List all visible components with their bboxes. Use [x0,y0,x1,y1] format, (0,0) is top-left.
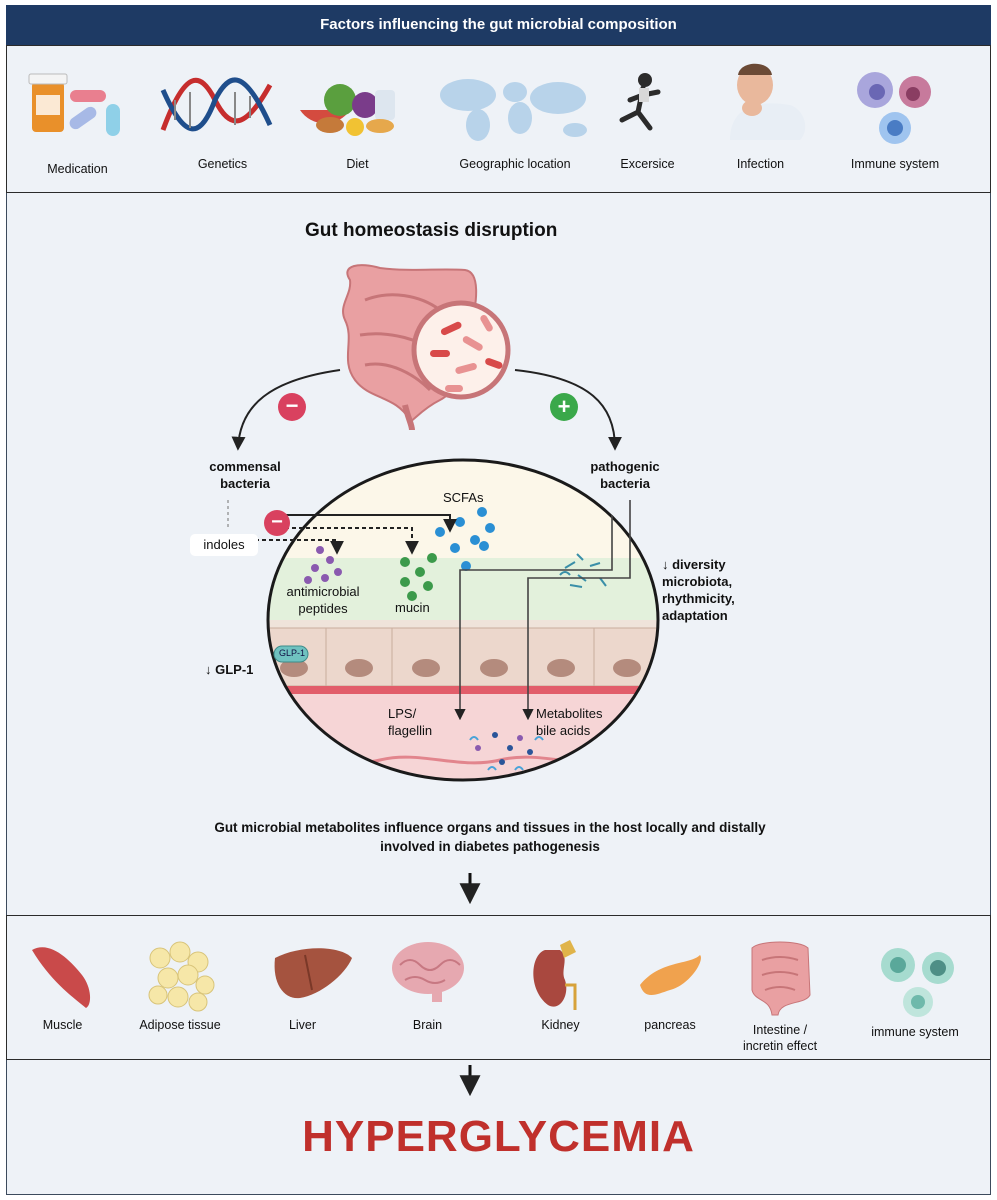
organ-label-kidney: Kidney [541,1018,580,1032]
metabolites-label: Metabolites bile acids [536,706,603,738]
glp1-label: ↓ GLP-1 [205,662,254,677]
glp1-small-label: GLP-1 [278,648,305,658]
brain-icon [392,942,464,1002]
antimicrobial-label: antimicrobial peptides [286,584,360,616]
scfas-label: SCFAs [443,490,484,505]
pathogen-cluster [559,553,607,588]
organ-label-brain: Brain [412,1018,443,1032]
gut-cross-section [268,460,658,780]
factors-panel [6,45,991,193]
minus-sign-icon: − [278,393,306,421]
organ-label-pancreas: pancreas [644,1018,696,1032]
factor-label-medication: Medication [47,162,108,176]
intestine-organ-icon [751,941,811,1016]
mucin-dots [400,553,437,601]
diversity-label: ↓ diversity microbiota, rhythmicity, ada… [662,557,735,623]
kidney-icon [533,940,577,1010]
organ-label-immune-system: immune system [871,1025,959,1039]
factor-label-infection: Infection [736,157,785,171]
disruption-title: Gut homeostasis disruption [305,220,558,241]
world-map-icon [440,79,587,141]
dna-icon [160,77,273,132]
immune-cells-icon [857,72,931,144]
lps-label: LPS/ flagellin [388,706,433,738]
muscle-icon [32,947,91,1008]
organ-label-muscle: Muscle [42,1018,83,1032]
food-icon [300,84,395,136]
adipose-icon [148,941,215,1012]
liver-icon [274,948,352,999]
commensal-label: commensal bacteria [209,459,281,491]
plus-sign-icon: + [550,393,578,421]
inhibit-sign-icon: − [264,510,290,536]
pancreas-icon [640,955,701,995]
runner-icon [619,73,661,131]
header-title: Factors influencing the gut microbial co… [6,5,991,45]
organ-label-liver: Liver [288,1018,317,1032]
factor-label-immune-system: Immune system [850,157,940,171]
organ-label-adipose: Adipose tissue [139,1018,221,1032]
scfa-dots [435,507,495,571]
glp1-marker [273,645,309,663]
sick-person-icon [730,63,806,140]
outcome-title: HYPERGLYCEMIA [302,1112,695,1161]
mucin-label: mucin [395,600,430,615]
bacteria-zoom [411,300,511,400]
factor-label-diet: Diet [346,157,369,171]
immune-cells-organ-icon [881,948,954,1017]
pathogenic-label: pathogenic bacteria [590,459,660,491]
factor-label-genetics: Genetics [197,157,248,171]
factor-label-geographic-location: Geographic location [459,157,571,171]
lps-particles [469,732,544,771]
organ-label-intestine: Intestine / incretin effect [742,1023,818,1053]
pill-bottle-icon [28,73,120,136]
cross-section-outline [266,458,660,782]
metabolites-statement: Gut microbial metabolites influence orga… [214,820,766,854]
antimicrobial-dots [304,546,342,584]
factor-label-exercise: Excersice [620,157,675,171]
indoles-label: indoles [190,534,258,556]
